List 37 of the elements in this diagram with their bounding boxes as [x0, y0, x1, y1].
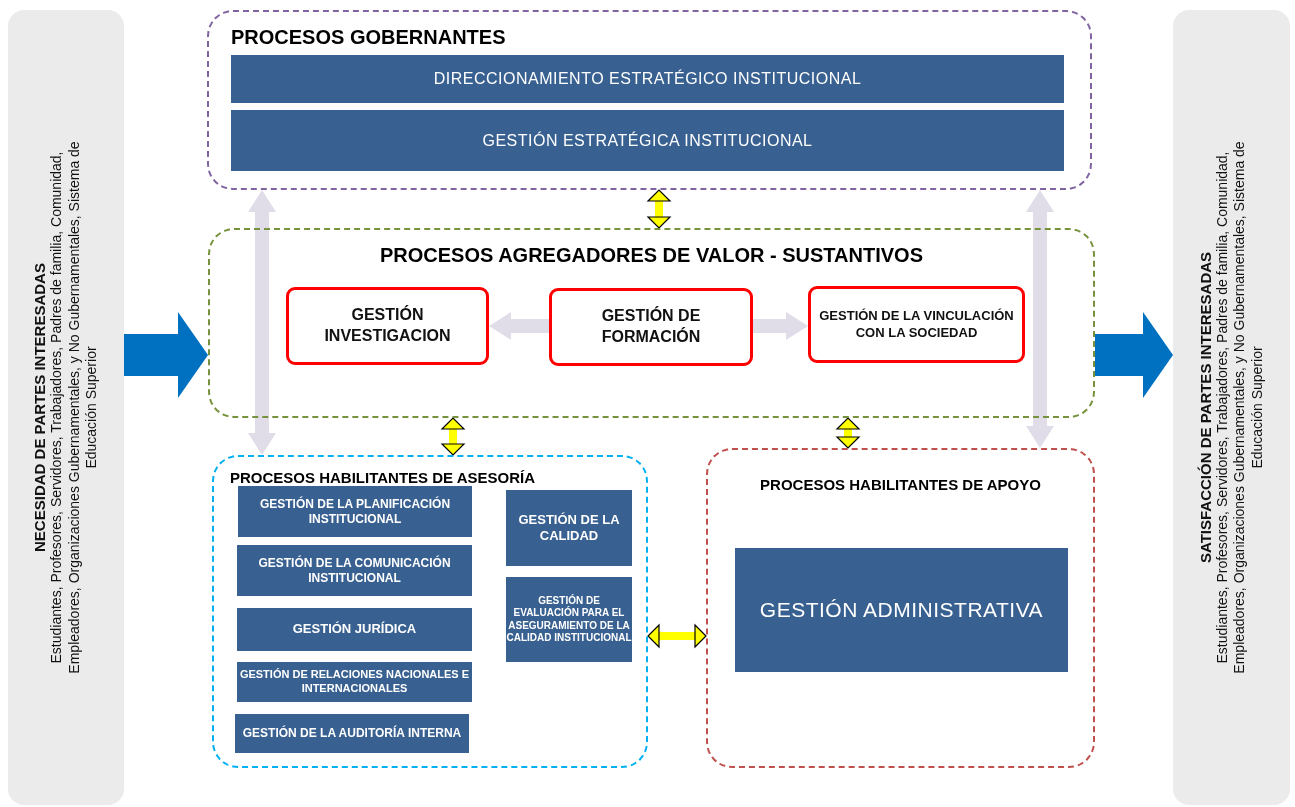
panel-heading: SATISFACCIÓN DE PARTES INTERESADAS	[1196, 251, 1214, 564]
double-arrow	[489, 312, 549, 340]
panel-heading: NECESIDAD DE PARTES INTERESADAS	[31, 263, 49, 552]
double-arrow	[836, 417, 860, 449]
process-box: GESTIÓN DE LA PLANIFICACIÓN INSTITUCIONAL	[238, 486, 472, 537]
process-group-frame	[207, 10, 1092, 190]
process-bar: GESTIÓN ESTRATÉGICA INSTITUCIONAL	[231, 110, 1064, 171]
stakeholder-panel	[1173, 10, 1290, 805]
double-arrow	[647, 624, 707, 648]
double-arrow	[1026, 190, 1054, 448]
process-box: GESTIÓN ADMINISTRATIVA	[735, 548, 1068, 672]
group-title: PROCESOS HABILITANTES DE ASESORÍA	[230, 469, 536, 486]
stakeholder-list: Estudiantes, Profesores, Servidores, Trabajadores, Padres de familia, Comunidad, Empleadores, Organizaciones Gubernamentales, y No Gubernamentales, Sistema de Educación Superior	[1213, 127, 1267, 688]
process-group-frame	[212, 455, 648, 768]
group-title: PROCESOS GOBERNANTES	[231, 26, 506, 49]
process-box: GESTIÓN INVESTIGACION	[286, 287, 489, 365]
stakeholder-list: Estudiantes, Profesores, Servidores, Trabajadores, Padres de familia, Comunidad, Empleadores, Organizaciones Gubernamentales, y No Gubernamentales, Sistema de Educación Superior	[48, 127, 101, 688]
process-box: GESTIÓN DE LA CALIDAD	[506, 490, 632, 566]
group-title: PROCESOS HABILITANTES DE APOYO	[760, 476, 1041, 493]
process-box: GESTIÓN DE LA VINCULACIÓN CON LA SOCIEDAD	[808, 286, 1025, 363]
group-title: PROCESOS AGREGADORES DE VALOR - SUSTANTIVOS	[380, 244, 923, 267]
flow-arrow	[1095, 312, 1173, 398]
double-arrow	[441, 417, 465, 456]
process-box: GESTIÓN DE RELACIONES NACIONALES E INTERNACIONALES	[237, 662, 472, 702]
process-box: GESTIÓN DE LA COMUNICACIÓN INSTITUCIONAL	[237, 545, 472, 596]
process-box: GESTIÓN JURÍDICA	[237, 608, 472, 651]
double-arrow	[248, 190, 276, 455]
double-arrow	[647, 189, 671, 229]
double-arrow	[753, 312, 808, 340]
process-group-frame	[208, 228, 1095, 418]
process-group-frame	[706, 448, 1095, 768]
process-box: GESTIÓN DE FORMACIÓN	[549, 288, 753, 366]
process-box: GESTIÓN DE LA AUDITORÍA INTERNA	[235, 714, 469, 753]
flow-arrow	[124, 312, 208, 398]
process-box: GESTIÓN DE EVALUACIÓN PARA EL ASEGURAMIENTO DE LA CALIDAD INSTITUCIONAL	[506, 577, 632, 662]
stakeholder-panel	[8, 10, 124, 805]
process-bar: DIRECCIONAMIENTO ESTRATÉGICO INSTITUCIONAL	[231, 55, 1064, 103]
